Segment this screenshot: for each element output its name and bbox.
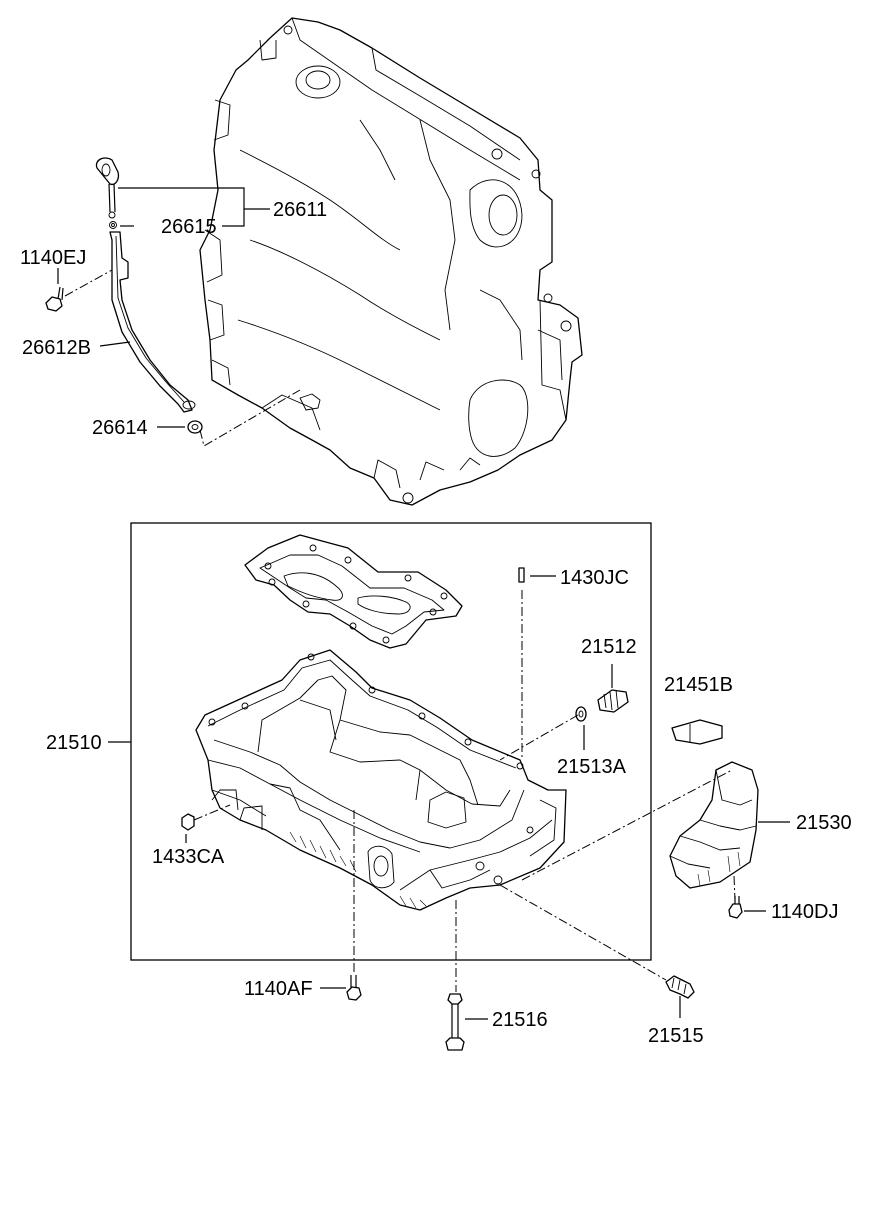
o-ring-26614 <box>187 420 203 434</box>
label-21515: 21515 <box>648 1025 704 1047</box>
label-26614: 26614 <box>92 417 148 439</box>
part-21451B <box>671 719 723 745</box>
label-21513A: 21513A <box>557 756 627 778</box>
label-21510: 21510 <box>46 732 102 754</box>
label-21451B: 21451B <box>664 674 733 696</box>
label-21516: 21516 <box>492 1009 548 1031</box>
leader-lines <box>57 187 790 1020</box>
label-26611: 26611 <box>273 199 327 221</box>
gasket-21513A <box>575 706 587 722</box>
oil-level-gauge-guide <box>109 231 196 413</box>
label-1433CA: 1433CA <box>152 846 225 868</box>
part-labels: 26611 26615 1140EJ 26612B 26614 1430JC 2… <box>20 199 852 1047</box>
label-21512: 21512 <box>581 636 637 658</box>
bolt-21515 <box>665 975 695 999</box>
label-26615: 26615 <box>161 216 217 238</box>
baffle-21530 <box>669 761 759 889</box>
label-1140AF: 1140AF <box>244 978 313 1000</box>
bolt-1140AF <box>346 975 362 1001</box>
label-1140EJ: 1140EJ <box>20 247 86 269</box>
label-1430JC: 1430JC <box>560 567 629 589</box>
engine-block <box>199 17 583 506</box>
plug-1433CA <box>181 813 195 831</box>
drain-plug-21512 <box>597 689 629 713</box>
bolt-1140DJ <box>728 896 743 919</box>
bolt-1140EJ <box>45 286 64 312</box>
pin-1430JC <box>518 567 525 583</box>
label-1140DJ: 1140DJ <box>771 901 838 923</box>
label-21530: 21530 <box>796 812 852 834</box>
bolt-21516 <box>445 993 465 1051</box>
label-26612B: 26612B <box>22 337 91 359</box>
oil-pan-gasket <box>244 534 463 649</box>
oil-pan <box>195 649 567 911</box>
oil-level-gauge <box>95 157 120 229</box>
